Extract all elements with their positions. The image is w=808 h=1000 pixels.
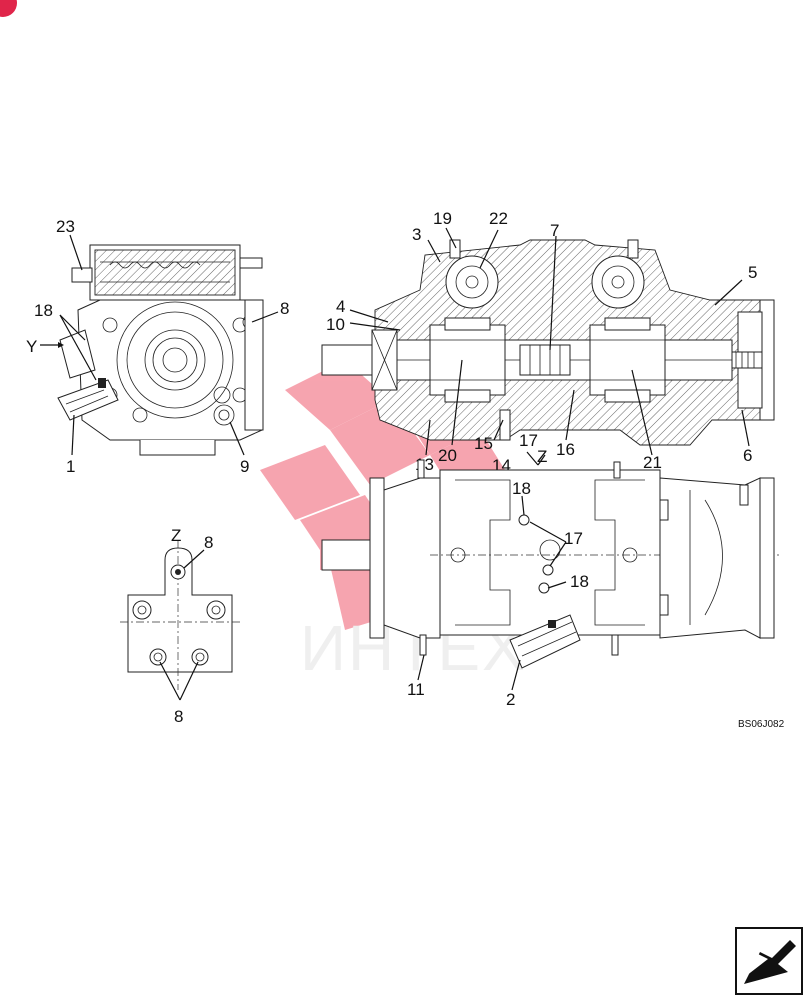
callout-8-front: 8: [280, 299, 289, 318]
callout-z-section: Z: [537, 447, 547, 466]
callout-2: 2: [506, 690, 515, 709]
callout-17-top: 17: [564, 529, 583, 548]
callout-19: 19: [433, 209, 452, 228]
front-view: [40, 234, 279, 456]
callout-8-detail-top: 8: [204, 533, 213, 552]
top-view-callouts: 18 17 18 11 2: [407, 479, 589, 709]
section-view-callouts: 19 22 7 3 5 4 10 13 20 15 17 Z 16 14 21 …: [326, 209, 757, 475]
arrow-nav-icon[interactable]: [735, 927, 803, 995]
callout-20: 20: [438, 446, 457, 465]
callout-7: 7: [550, 221, 559, 240]
detail-z-callouts: Z 8 8: [171, 526, 213, 726]
callout-21: 21: [643, 453, 662, 472]
callout-16: 16: [556, 440, 575, 459]
callout-y: Y: [26, 337, 37, 356]
callout-z-detail: Z: [171, 526, 181, 545]
front-view-callouts: 23 18 Y 8 1 9: [26, 217, 289, 476]
callout-22: 22: [489, 209, 508, 228]
top-view: [321, 459, 780, 691]
callout-9: 9: [240, 457, 249, 476]
callout-17-section: 17: [519, 431, 538, 450]
callout-3: 3: [412, 225, 421, 244]
callout-15: 15: [474, 434, 493, 453]
callout-11: 11: [407, 680, 425, 699]
callout-23: 23: [56, 217, 75, 236]
detail-z-view: [120, 540, 240, 701]
callout-18-top-a: 18: [512, 479, 531, 498]
callout-10: 10: [326, 315, 345, 334]
drawing-code: BS06J082: [738, 719, 785, 730]
callout-1: 1: [66, 457, 75, 476]
corner-badge: [0, 0, 17, 17]
section-view: [321, 227, 775, 466]
callout-4: 4: [336, 297, 345, 316]
callout-18-top-b: 18: [570, 572, 589, 591]
callout-5: 5: [748, 263, 757, 282]
callout-18-front: 18: [34, 301, 53, 320]
callout-6: 6: [743, 446, 752, 465]
callout-8-detail-bottom: 8: [174, 707, 183, 726]
